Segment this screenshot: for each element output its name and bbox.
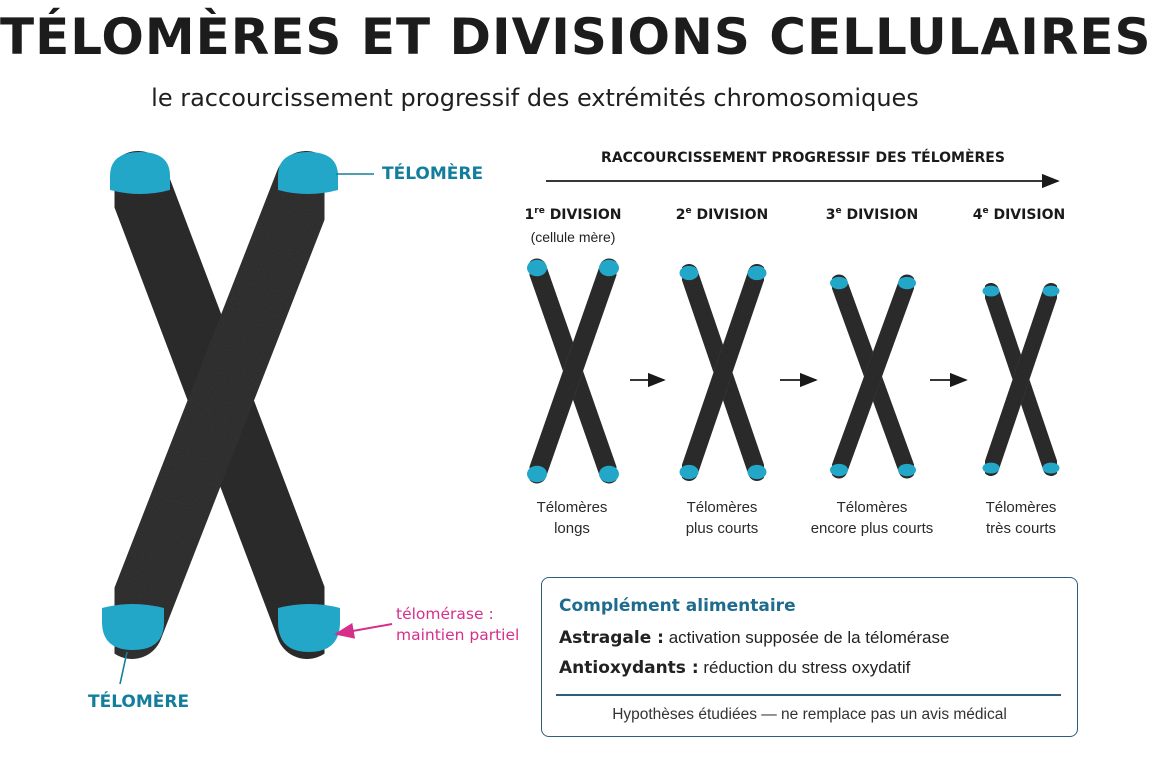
small-chromatid (830, 274, 916, 479)
stage-3-number: 3 (825, 207, 836, 223)
small-telomere-cap (898, 276, 916, 290)
small-telomere-cap (1042, 462, 1060, 474)
small-telomere-cap (527, 259, 547, 277)
page-subtitle: le raccourcissement progressif des extré… (151, 84, 919, 112)
telomere-cap (278, 604, 340, 652)
stage-1-word: DIVISION (549, 207, 622, 223)
small-chromatid (680, 264, 766, 481)
stage-4-caption-line1: Télomères (985, 499, 1057, 516)
supplement-box: Complément alimentaire Astragale : activ… (541, 577, 1078, 737)
small-telomere-cap (898, 463, 916, 477)
stage-3-word: DIVISION (846, 207, 919, 223)
stage-4-suffix: e (982, 206, 989, 216)
small-telomere-cap (1042, 285, 1060, 297)
supplement-line1-text: activation supposée de la télomérase (668, 628, 950, 647)
stage-4-caption-line2: très courts (985, 520, 1057, 537)
stage-4-heading: 4e DIVISION (944, 206, 1094, 223)
stage-4-word: DIVISION (993, 207, 1066, 223)
small-telomere-cap (982, 462, 1000, 474)
small-telomere-cap (747, 265, 767, 281)
small-chromatid (983, 283, 1059, 476)
stage-2-heading: 2e DIVISION (647, 206, 797, 223)
small-telomere-cap (747, 464, 767, 480)
small-telomere-cap (679, 464, 699, 480)
big-telomeres (102, 152, 340, 652)
stage-3-caption: Télomères encore plus courts (787, 497, 957, 539)
stage-4-number: 4 (972, 207, 983, 223)
stage-2-caption-line2: plus courts (685, 520, 759, 537)
supplement-line-astragale: Astragale : activation supposée de la té… (559, 628, 949, 648)
small-telomere-cap (830, 276, 848, 290)
stage-2-number: 2 (675, 207, 686, 223)
telomere-pointer-bottom (119, 651, 128, 685)
small-telomere-cap (599, 259, 619, 277)
small-chromosome-1 (527, 258, 619, 484)
telomerase-label-line2: maintien partiel (396, 626, 520, 644)
stage-3-caption-line1: Télomères (836, 499, 908, 516)
stage-3-heading: 3e DIVISION (797, 206, 947, 223)
small-chromatid (527, 258, 619, 484)
small-telomere-cap (679, 265, 699, 281)
small-telomere-cap (830, 463, 848, 477)
supplement-line-antioxydants: Antioxydants : réduction du stress oxyda… (559, 658, 910, 678)
supplement-divider (556, 694, 1061, 696)
telomere-cap (102, 604, 164, 650)
telomerase-label: télomérase : maintien partiel (396, 604, 519, 646)
supplement-disclaimer: Hypothèses étudiées — ne remplace pas un… (612, 706, 1007, 723)
stage-4-caption: Télomères très courts (936, 497, 1106, 539)
stage-1-caption-line2: longs (554, 520, 590, 537)
telomere-label-bottom: TÉLOMÈRE (88, 692, 190, 712)
stage-1-note: (cellule mère) (530, 229, 616, 245)
telomere-label-top: TÉLOMÈRE (382, 164, 484, 184)
supplement-line2-text: réduction du stress oxydatif (703, 658, 911, 677)
stage-1-caption-line1: Télomères (536, 499, 608, 516)
telomerase-label-line1: télomérase : (396, 605, 494, 623)
small-chromosome-2 (679, 264, 767, 481)
stage-1-suffix: re (534, 206, 545, 216)
telomere-cap (278, 152, 338, 194)
stage-2-word: DIVISION (696, 207, 769, 223)
telomere-cap (110, 152, 170, 194)
supplement-line2-term: Antioxydants : (559, 658, 699, 678)
telomerase-arrow (334, 622, 393, 639)
supplement-title: Complément alimentaire (559, 596, 796, 616)
small-telomere-cap (982, 285, 1000, 297)
small-chromosome-4 (982, 283, 1060, 476)
small-telomere-cap (599, 465, 619, 483)
stage-3-suffix: e (835, 206, 842, 216)
stage-2-caption-line1: Télomères (686, 499, 758, 516)
big-chromosome (101, 151, 338, 659)
stage-2-caption: Télomères plus courts (637, 497, 807, 539)
stage-1-number: 1 (524, 207, 535, 223)
small-telomere-cap (527, 465, 547, 483)
progression-title: RACCOURCISSEMENT PROGRESSIF DES TÉLOMÈRE… (601, 150, 1005, 166)
stage-1-caption: Télomères longs (487, 497, 657, 539)
stage-3-caption-line2: encore plus courts (810, 520, 934, 537)
small-chromosomes (527, 258, 1060, 484)
stage-1-heading: 1re DIVISION (498, 206, 648, 223)
chromatid-right (101, 151, 337, 659)
page-title: TÉLOMÈRES ET DIVISIONS CELLULAIRES (0, 8, 1152, 66)
small-chromosome-3 (830, 274, 916, 479)
supplement-line1-term: Astragale : (559, 628, 664, 648)
stage-2-suffix: e (685, 206, 692, 216)
